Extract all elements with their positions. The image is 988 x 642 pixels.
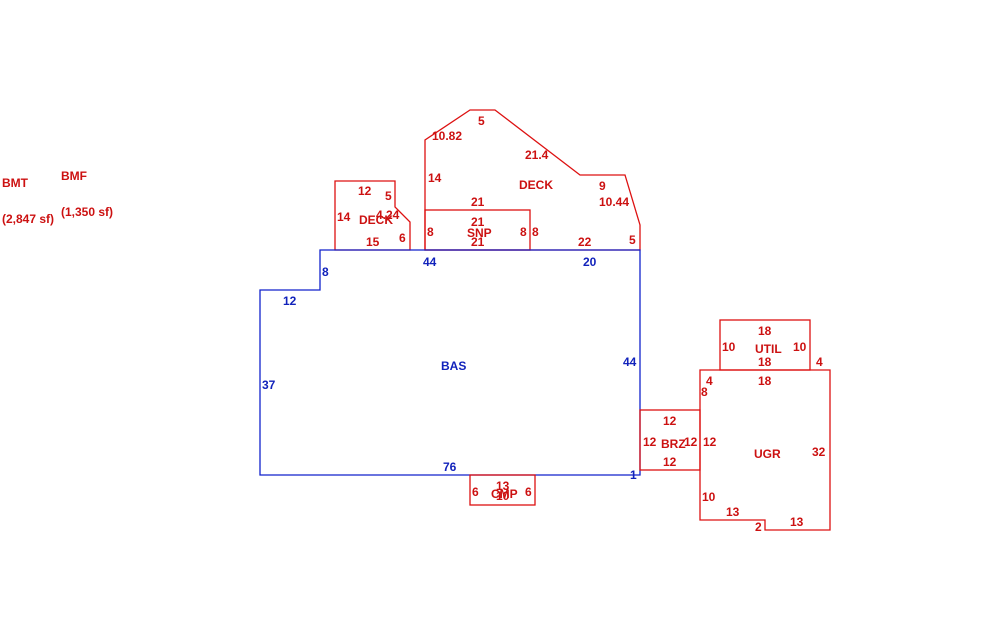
util-dim: 10 [722, 340, 736, 354]
deck-small-dim: 15 [366, 235, 380, 249]
cmp-outline [469, 474, 536, 506]
bas-dim: 44 [423, 255, 437, 269]
ugr-dim: 13 [790, 515, 804, 529]
deck-small-dim: 4.24 [376, 208, 400, 222]
ugr-area[interactable]: UGR 18 4 4 8 32 10 13 2 13 [699, 355, 831, 534]
deck-small-label: DECK [359, 213, 393, 227]
ugr-dim: 10 [702, 490, 716, 504]
bas-dim: 20 [583, 255, 597, 269]
brz-dim: 12 [703, 435, 717, 449]
deck-large-area[interactable]: DECK 10.82 5 21.4 14 9 10.44 5 22 [424, 109, 641, 251]
deck-small-dim: 14 [337, 210, 351, 224]
bas-dim: 12 [283, 294, 297, 308]
snp-dim: 21 [471, 235, 485, 249]
bas-dim: 44 [623, 355, 637, 369]
deck-large-dim: 14 [428, 171, 442, 185]
cmp-dim: 6 [472, 485, 479, 499]
ugr-label: UGR [754, 447, 781, 461]
bmt-note: BMT (2,847 sf) [2, 153, 54, 237]
bas-area[interactable]: BAS 44 20 8 12 37 76 44 1 [259, 249, 641, 482]
util-dim: 10 [793, 340, 807, 354]
bmt-label: BMT [2, 176, 28, 190]
brz-dim: 12 [684, 435, 698, 449]
bas-dim: 1 [630, 468, 637, 482]
ugr-dim: 8 [701, 385, 708, 399]
snp-dim: 21 [471, 215, 485, 229]
bas-outline [259, 249, 641, 476]
cmp-dim: 13 [496, 479, 510, 493]
ugr-outline [699, 369, 831, 531]
cmp-area[interactable]: 10 CMP 13 6 6 [469, 474, 536, 506]
deck-small-dim: 5 [385, 189, 392, 203]
util-label: UTIL [755, 342, 782, 356]
cmp-label: CMP [491, 487, 518, 501]
brz-area[interactable]: BRZ 12 12 12 12 12 [639, 409, 717, 471]
snp-dim: 8 [520, 225, 527, 239]
ugr-dim: 4 [706, 374, 713, 388]
deck-large-dim: 5 [629, 233, 636, 247]
util-dim: 18 [758, 355, 772, 369]
brz-label: BRZ [661, 437, 686, 451]
deck-large-dim: 9 [599, 179, 606, 193]
deck-large-dim: 10.44 [599, 195, 629, 209]
snp-label: SNP [467, 226, 492, 240]
ugr-dim: 18 [758, 374, 772, 388]
ugr-dim: 32 [812, 445, 826, 459]
bas-dim: 76 [443, 460, 457, 474]
bas-dim: 8 [322, 265, 329, 279]
deck-large-dim: 10.82 [432, 129, 462, 143]
deck-small-dim: 6 [399, 231, 406, 245]
snp-dim: 8 [532, 225, 539, 239]
deck-small-dim: 12 [358, 184, 372, 198]
bas-label: BAS [441, 359, 466, 373]
bmf-area: (1,350 sf) [61, 205, 114, 219]
cmp-dim: 6 [525, 485, 532, 499]
snp-area[interactable]: SNP 21 21 21 8 8 8 [424, 195, 539, 251]
deck-large-label: DECK [519, 178, 553, 192]
ugr-dim: 13 [726, 505, 740, 519]
bmt-area: (2,847 sf) [2, 212, 55, 226]
brz-dim: 12 [643, 435, 657, 449]
util-area[interactable]: UTIL 18 18 10 10 [719, 319, 811, 371]
ugr-dim: 2 [755, 520, 762, 534]
deck-small-area[interactable]: DECK 12 5 4.24 14 15 6 [334, 180, 411, 251]
deck-large-dim: 22 [578, 235, 592, 249]
bmf-note: BMF (1,350 sf) [61, 146, 113, 230]
bmf-label: BMF [61, 169, 87, 183]
cmp-dim: 10 [496, 489, 510, 503]
bas-dim: 37 [262, 378, 276, 392]
deck-large-dim: 21.4 [525, 148, 549, 162]
ugr-dim: 4 [816, 355, 823, 369]
brz-dim: 12 [663, 455, 677, 469]
brz-dim: 12 [663, 414, 677, 428]
snp-dim: 21 [471, 195, 485, 209]
snp-dim: 8 [427, 225, 434, 239]
deck-large-outline [424, 109, 641, 251]
deck-large-dim: 5 [478, 114, 485, 128]
util-dim: 18 [758, 324, 772, 338]
